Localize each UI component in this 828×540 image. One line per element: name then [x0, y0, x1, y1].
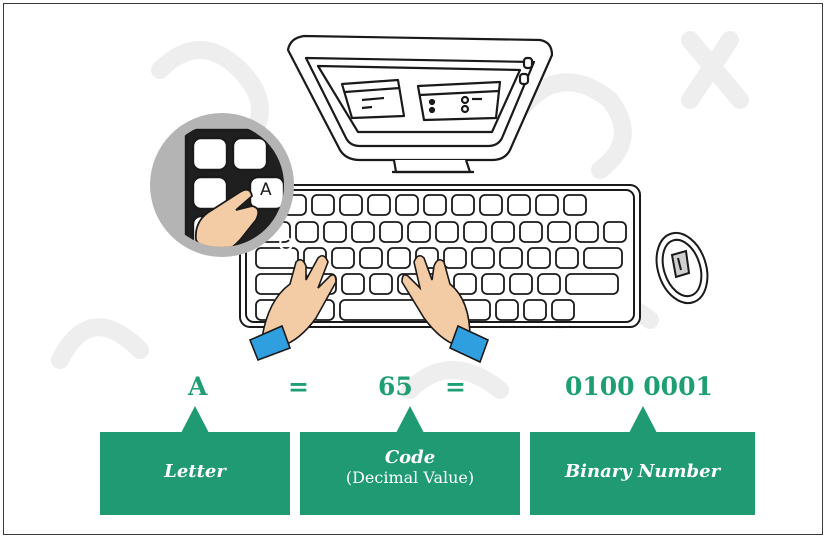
keyboard-key [339, 194, 363, 216]
keyboard-key [295, 221, 319, 243]
keyboard-key [509, 273, 533, 295]
keyboard-key [351, 221, 375, 243]
letter-label-box: Letter [100, 406, 290, 515]
keyboard-key [451, 194, 475, 216]
keyboard-key [491, 221, 515, 243]
code-value: 65 [378, 372, 413, 401]
keyboard-key [359, 247, 383, 269]
keyboard-key [535, 194, 559, 216]
keyboard-key [341, 273, 365, 295]
keyboard-key [537, 273, 561, 295]
keyboard-key [495, 299, 519, 321]
keyboard-key [453, 273, 477, 295]
magnifier-icon [150, 113, 294, 257]
keyboard-key [575, 221, 599, 243]
keyboard-key [481, 273, 505, 295]
keyboard-key [369, 273, 393, 295]
keyboard-key [367, 194, 391, 216]
equals-sign-1: = [288, 372, 309, 401]
hand-icon [248, 254, 490, 364]
keyboard-key [311, 194, 335, 216]
keyboard-key [551, 299, 575, 321]
keyboard-key [507, 194, 531, 216]
code-label-box: Code (Decimal Value) [300, 406, 520, 515]
diagram-frame [3, 3, 823, 535]
keyboard-key [555, 247, 579, 269]
letter-value: A [188, 372, 208, 401]
binary-value: 0100 0001 [565, 372, 713, 401]
keyboard-key [565, 273, 619, 295]
keyboard-key [387, 247, 411, 269]
keyboard-key [463, 221, 487, 243]
keyboard-key [443, 247, 467, 269]
keyboard-key [479, 194, 503, 216]
binary-label-box: Binary Number [530, 406, 755, 515]
keyboard-key [523, 299, 547, 321]
keyboard-key [563, 194, 587, 216]
keyboard-key [407, 221, 431, 243]
keyboard-key [583, 247, 623, 269]
keyboard-key [471, 247, 495, 269]
keyboard-key [395, 194, 419, 216]
monitor-icon [286, 34, 554, 174]
letter-label: Letter [164, 461, 226, 482]
keyboard-key [435, 221, 459, 243]
keyboard-key [519, 221, 543, 243]
code-label: Code [384, 447, 436, 468]
pressed-key-letter: A [260, 180, 272, 200]
keyboard-key [423, 194, 447, 216]
keyboard-key [603, 221, 627, 243]
keyboard-key [255, 247, 299, 269]
keyboard-key [547, 221, 571, 243]
keyboard-key [379, 221, 403, 243]
keyboard-key [499, 247, 523, 269]
keyboard-key [323, 221, 347, 243]
mouse-icon [655, 231, 709, 305]
equals-sign-2: = [445, 372, 466, 401]
code-sublabel: (Decimal Value) [345, 468, 475, 487]
keyboard-key [331, 247, 355, 269]
binary-label: Binary Number [564, 461, 721, 482]
keyboard-key [527, 247, 551, 269]
